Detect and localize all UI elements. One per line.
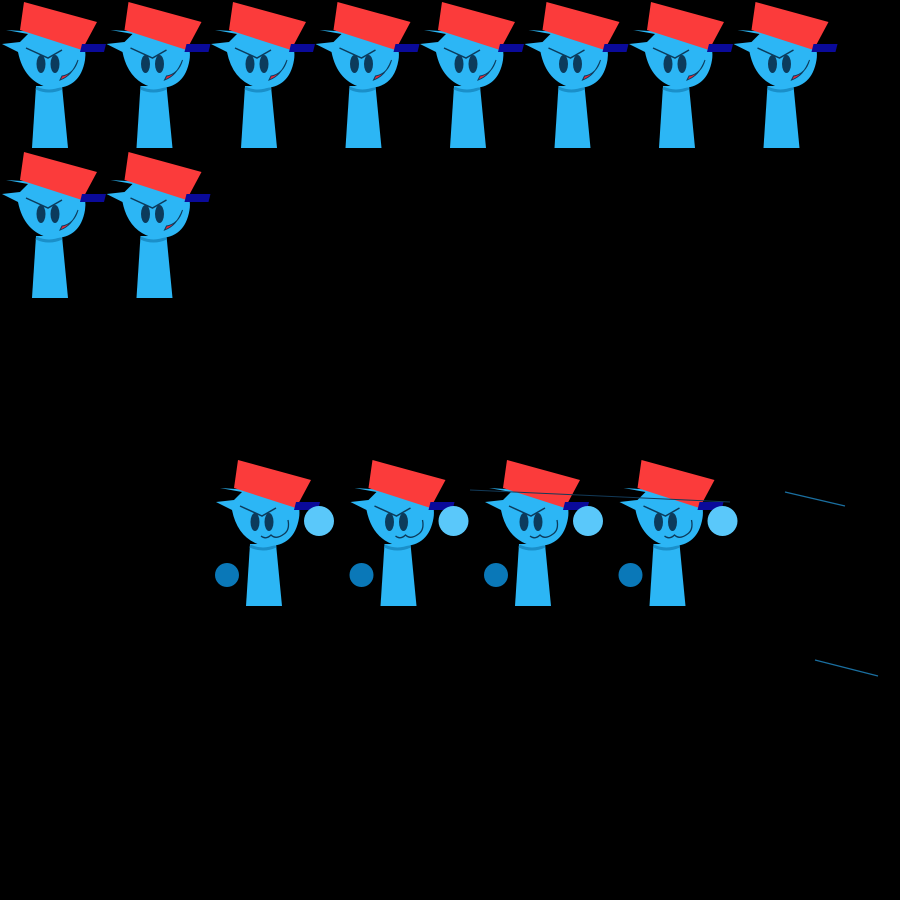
eye-icon bbox=[559, 55, 568, 73]
eye-icon bbox=[350, 55, 359, 73]
eye-icon bbox=[385, 513, 394, 531]
eye-icon bbox=[50, 55, 60, 73]
character-sprite-frame bbox=[627, 0, 735, 150]
eye-icon bbox=[245, 55, 255, 73]
mouth-icon bbox=[59, 209, 79, 231]
orb-light bbox=[304, 506, 334, 536]
eye-icon bbox=[782, 55, 791, 73]
eye-icon bbox=[677, 55, 687, 73]
orb-light bbox=[438, 506, 469, 536]
character-body bbox=[0, 0, 108, 150]
eye-icon bbox=[573, 55, 582, 73]
eye-icon bbox=[36, 55, 46, 73]
mouth-icon bbox=[395, 519, 424, 539]
mouth-icon bbox=[268, 59, 288, 81]
eye-icon bbox=[50, 205, 60, 223]
mouth-icon bbox=[372, 59, 392, 81]
eye-icon bbox=[519, 513, 529, 531]
eye-icon bbox=[663, 55, 673, 73]
orb-dark bbox=[215, 563, 239, 587]
mouth-icon bbox=[581, 59, 601, 81]
character-body bbox=[105, 0, 212, 150]
character-sprite-frame bbox=[314, 0, 421, 150]
mouth-icon bbox=[686, 59, 706, 81]
eye-icon bbox=[259, 55, 269, 73]
streak-line bbox=[784, 491, 846, 507]
eye-icon bbox=[250, 513, 260, 531]
streak-line bbox=[469, 489, 731, 503]
eye-icon bbox=[141, 55, 150, 73]
character-body bbox=[209, 0, 317, 150]
character-sprite-frame bbox=[618, 458, 738, 608]
character-sprite-frame bbox=[523, 0, 630, 150]
character-body bbox=[314, 0, 421, 150]
eye-icon bbox=[454, 55, 464, 73]
character-body bbox=[0, 150, 108, 300]
character-sprite-frame bbox=[732, 0, 839, 150]
eye-icon bbox=[364, 55, 373, 73]
eye-icon bbox=[468, 55, 478, 73]
orb-light bbox=[573, 506, 603, 536]
character-sprite-frame bbox=[349, 458, 469, 608]
character-sprite-frame bbox=[418, 0, 526, 150]
eye-icon bbox=[654, 513, 663, 531]
eye-icon bbox=[768, 55, 777, 73]
orb-dark bbox=[618, 563, 643, 587]
orb-dark bbox=[484, 563, 508, 587]
character-sprite-frame bbox=[483, 458, 603, 608]
character-sprite-frame bbox=[0, 0, 108, 150]
eye-icon bbox=[36, 205, 46, 223]
eye-icon bbox=[155, 205, 164, 223]
mouth-icon bbox=[477, 59, 497, 81]
eye-icon bbox=[668, 513, 677, 531]
mouth-icon bbox=[260, 519, 290, 539]
character-body bbox=[627, 0, 735, 150]
mouth-icon bbox=[529, 519, 559, 539]
eye-icon bbox=[399, 513, 408, 531]
mouth-icon bbox=[664, 519, 693, 539]
character-body bbox=[105, 150, 212, 300]
character-sprite-frame bbox=[105, 150, 212, 300]
mouth-icon bbox=[59, 59, 79, 81]
orb-light bbox=[707, 506, 738, 536]
character-sprite-frame bbox=[214, 458, 334, 608]
character-body bbox=[732, 0, 839, 150]
eye-icon bbox=[533, 513, 543, 531]
eye-icon bbox=[155, 55, 164, 73]
character-body bbox=[523, 0, 630, 150]
character-body bbox=[418, 0, 526, 150]
character-sprite-frame bbox=[105, 0, 212, 150]
orb-dark bbox=[349, 563, 374, 587]
mouth-icon bbox=[163, 59, 183, 81]
character-sprite-frame bbox=[0, 150, 108, 300]
eye-icon bbox=[141, 205, 150, 223]
mouth-icon bbox=[790, 59, 810, 81]
character-sprite-frame bbox=[209, 0, 317, 150]
streak-line bbox=[814, 659, 879, 677]
eye-icon bbox=[264, 513, 274, 531]
mouth-icon bbox=[163, 209, 183, 231]
